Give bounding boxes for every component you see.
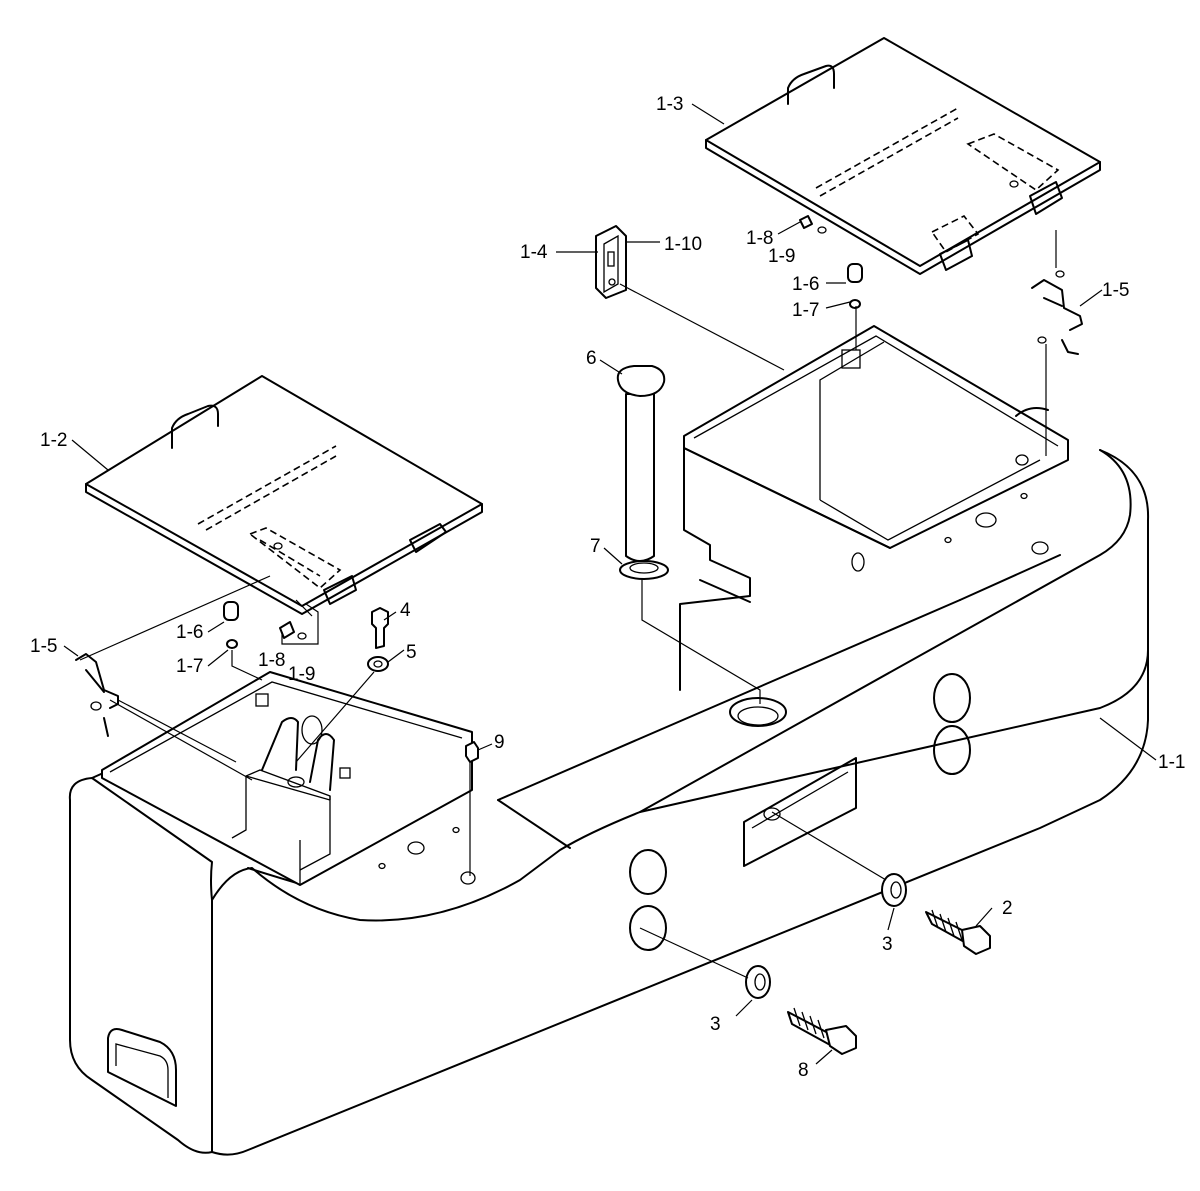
callout-5: 5: [406, 642, 417, 663]
lid-right: [705, 37, 1101, 275]
bolt-2: [925, 909, 991, 955]
knob-1-6-right: [847, 263, 863, 309]
callout-1-8-left: 1-8: [258, 650, 285, 671]
callout-4: 4: [400, 600, 411, 621]
callout-1-6-right: 1-6: [792, 274, 819, 295]
counterweight-body: [68, 449, 1150, 1156]
callout-1-10: 1-10: [664, 234, 702, 255]
callout-1-2: 1-2: [40, 430, 67, 451]
callout-1-5-left: 1-5: [30, 636, 57, 657]
left-box-recess: [101, 671, 476, 886]
screw-1-8-left: [279, 621, 307, 640]
callout-labels: 1-1 1-2 1-3 1-4 1-10 1-5 1-5 1-6 1-6 1-7…: [30, 94, 1185, 1081]
callout-8: 8: [798, 1060, 809, 1081]
knob-1-6-left: [223, 601, 239, 649]
callout-1-1: 1-1: [1158, 752, 1185, 773]
bolt-8: [787, 1007, 857, 1055]
callout-1-9-left: 1-9: [288, 664, 315, 685]
callout-1-5-right: 1-5: [1102, 280, 1129, 301]
callout-1-9-right: 1-9: [768, 246, 795, 267]
hinge-pin-left: [75, 653, 119, 737]
callout-2: 2: [1002, 898, 1013, 919]
weight-bar-6: [616, 365, 669, 580]
callout-3-upper: 3: [882, 934, 893, 955]
callout-1-4: 1-4: [520, 242, 548, 263]
front-face-features: [629, 673, 971, 951]
plug-9: [465, 741, 479, 763]
screw-1-8-right: [799, 215, 827, 234]
callout-7: 7: [590, 536, 601, 557]
hinge-pin-right: [1031, 270, 1083, 355]
callout-1-8-right: 1-8: [746, 228, 773, 249]
callout-1-7-right: 1-7: [792, 300, 819, 321]
callout-9: 9: [494, 732, 505, 753]
callout-leaders: [63, 103, 1157, 1065]
assembly-lines: [79, 230, 1057, 979]
callout-6: 6: [586, 348, 597, 369]
right-box-recess: [679, 325, 1069, 691]
callout-1-3: 1-3: [656, 94, 683, 115]
callout-1-7-left: 1-7: [176, 656, 203, 677]
washer-3-upper: [881, 873, 907, 907]
washer-3-lower: [745, 965, 771, 999]
bolt-4: [367, 607, 389, 672]
latch-1-4: [595, 225, 627, 299]
callout-3-lower: 3: [710, 1014, 721, 1035]
callout-1-6-left: 1-6: [176, 622, 203, 643]
lid-left: [85, 375, 483, 615]
